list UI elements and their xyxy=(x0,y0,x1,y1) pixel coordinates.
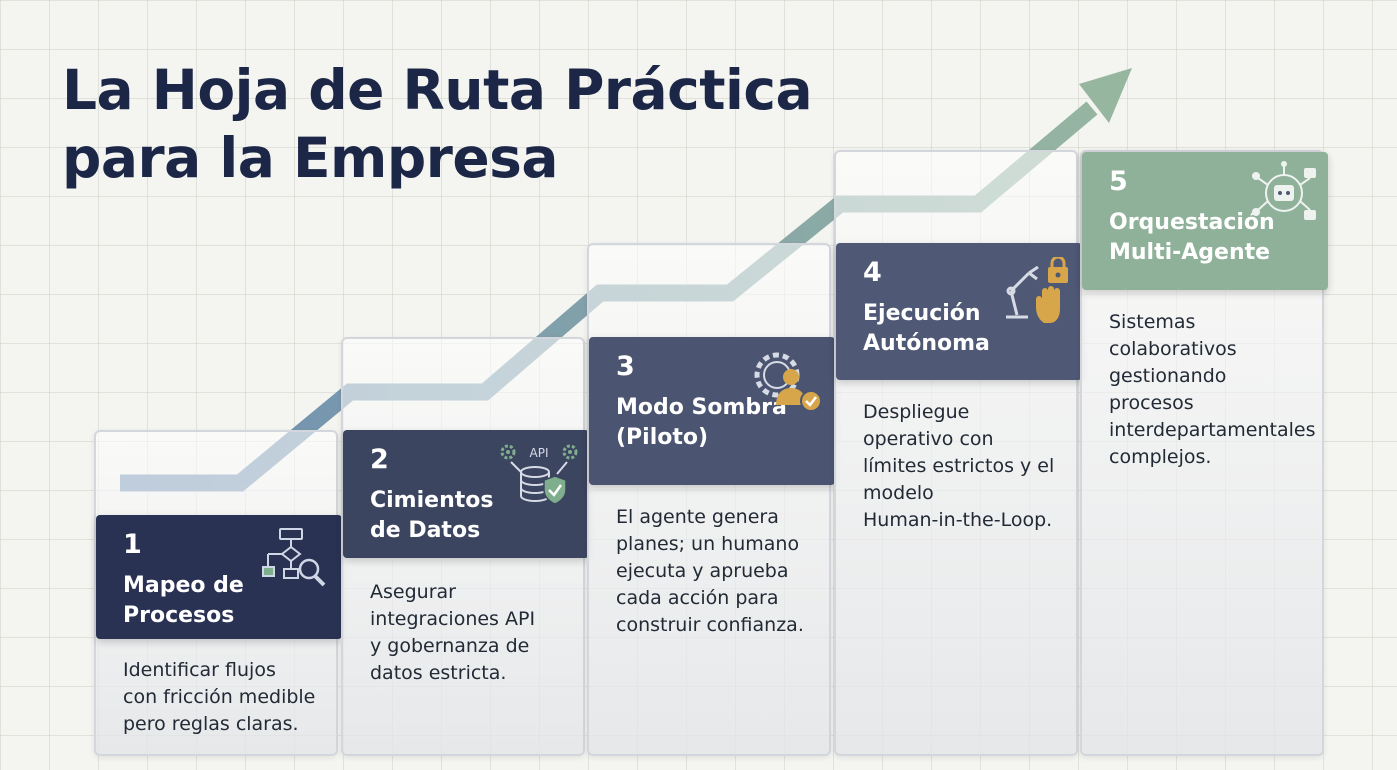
gear-icon xyxy=(500,444,516,460)
step-4-card: 4 Ejecución Autónoma Despliegue operativ… xyxy=(834,150,1082,756)
step-3-header: 3 Modo Sombra (Piloto) xyxy=(589,337,835,485)
robot-arm-lock-hand-icon xyxy=(1006,257,1068,323)
gear-person-check-icon xyxy=(754,352,822,412)
step-1-number: 1 xyxy=(123,529,142,560)
step-3-number: 3 xyxy=(616,351,635,382)
growth-arrow-head xyxy=(1079,68,1132,123)
step-4-title: Ejecución Autónoma xyxy=(863,301,990,356)
api-label: API xyxy=(530,446,549,460)
step-1-title: Mapeo de Procesos xyxy=(123,573,244,628)
step-1-header: 1 Mapeo de Procesos xyxy=(96,515,342,639)
step-5-title: Orquestación Multi-Agente xyxy=(1109,210,1275,265)
step-4-number: 4 xyxy=(863,257,882,288)
title-line-1: La Hoja de Ruta Práctica xyxy=(62,58,813,122)
step-2-number: 2 xyxy=(370,444,389,475)
process-flow-magnifier-icon xyxy=(262,528,326,587)
step-3-title: Modo Sombra (Piloto) xyxy=(616,395,787,450)
robot-icon xyxy=(1274,185,1294,201)
step-3-card: 3 Modo Sombra (Piloto) El agente genera … xyxy=(587,243,835,756)
title-line-2: para la Empresa xyxy=(62,126,559,190)
check-icon xyxy=(800,390,822,412)
lock-icon xyxy=(1048,257,1068,283)
step-5-description: Sistemas colaborativos gestionando proce… xyxy=(1109,311,1316,468)
step-5-card: 5 Orquestación Multi-Agente Sistemas xyxy=(1080,150,1328,756)
step-2-header: 2 Cimientos de Datos API xyxy=(343,430,589,558)
step-1-card: 1 Mapeo de Procesos Identificar flujos c… xyxy=(94,430,342,756)
step-5-header: 5 Orquestación Multi-Agente xyxy=(1082,152,1328,290)
step-4-description: Despliegue operativo con límites estrict… xyxy=(863,401,1055,531)
robot-arm-icon xyxy=(1006,265,1039,319)
person-icon xyxy=(776,369,806,405)
hand-icon xyxy=(1036,286,1060,323)
step-5-number: 5 xyxy=(1109,166,1128,197)
step-1-description: Identificar flujos con fricción medible … xyxy=(123,659,316,735)
step-2-title: Cimientos de Datos xyxy=(370,488,494,543)
gear-icon xyxy=(562,444,578,460)
step-2-card: 2 Cimientos de Datos API Aseg xyxy=(341,337,589,756)
step-4-header: 4 Ejecución Autónoma xyxy=(836,243,1082,380)
page-title: La Hoja de Ruta Práctica para la Empresa xyxy=(62,56,813,192)
step-2-description: Asegurar integraciones API y gobernanza … xyxy=(370,581,536,684)
robot-icon xyxy=(1304,210,1316,220)
api-database-shield-icon: API xyxy=(500,444,578,505)
step-3-description: El agente genera planes; un humano ejecu… xyxy=(616,506,804,636)
multi-agent-network-icon xyxy=(1252,161,1316,220)
robot-icon xyxy=(1304,168,1316,178)
